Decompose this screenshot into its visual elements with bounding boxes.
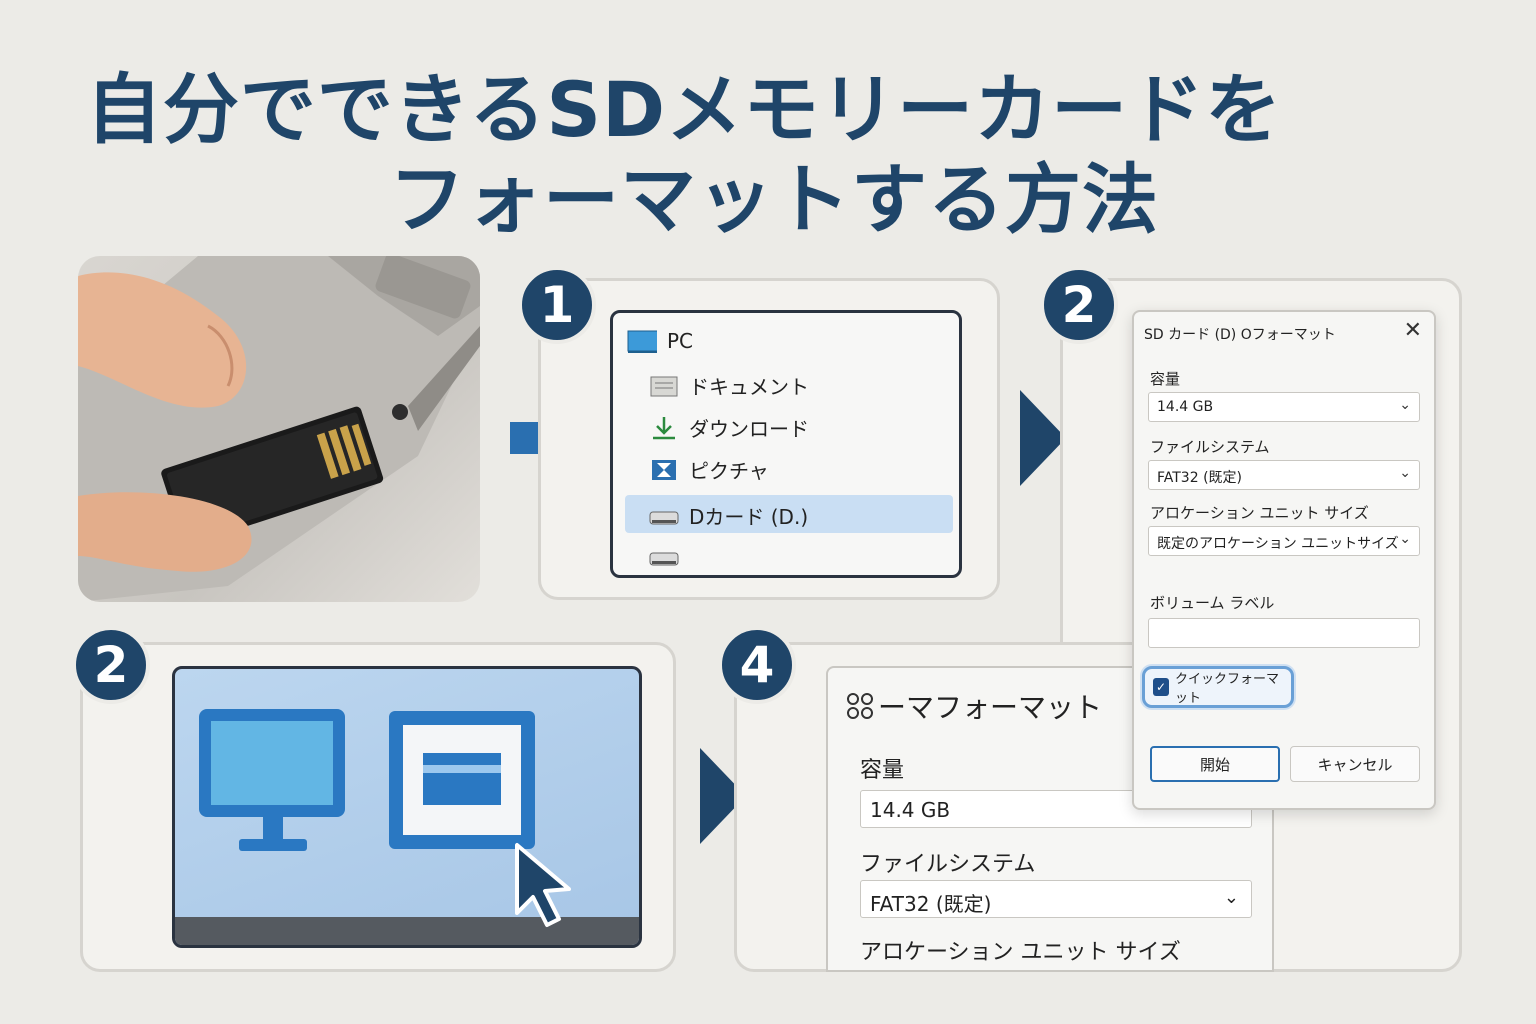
pc-label: PC: [667, 329, 694, 353]
file-explorer-pane: PC ドキュメント ダウンロード ピクチャ Dカード (D.): [610, 310, 962, 578]
capacity-value: 14.4 GB: [870, 798, 951, 822]
step4-title: ーマフォーマット: [878, 691, 1103, 724]
app-grid-icon: [847, 693, 873, 719]
sd-card-insert-photo: [78, 256, 480, 602]
selected-drive-label: Dカード (D.): [689, 505, 809, 529]
arrow-right-icon: [1020, 390, 1066, 486]
document-folder-icon: [650, 376, 678, 396]
drive-icon: [649, 511, 679, 524]
chevron-down-icon: ⌄: [1399, 531, 1411, 547]
filesystem-value: FAT32 (既定): [870, 892, 992, 916]
quick-format-checkbox[interactable]: ✓ クイックフォーマット: [1142, 666, 1294, 708]
alloc-label: アロケーション ユニット サイズ: [860, 940, 1181, 965]
desktop-screen: [172, 666, 642, 948]
page-title-line1: 自分でできるSDメモリーカードを: [85, 65, 1283, 154]
chevron-down-icon: ⌄: [1399, 465, 1411, 481]
explorer-item-label: ピクチャ: [689, 459, 769, 483]
volume-input[interactable]: [1148, 618, 1420, 648]
mouse-cursor-icon: [515, 843, 571, 927]
volume-label: ボリューム ラベル: [1150, 594, 1275, 612]
step1-badge: 1: [518, 266, 596, 344]
alloc-value: 既定のアロケーション ユニットサイズ: [1157, 536, 1399, 552]
download-icon: [653, 416, 675, 439]
quick-format-label: クイックフォーマット: [1175, 672, 1280, 706]
capacity-select[interactable]: 14.4 GB ⌄: [1148, 392, 1420, 422]
page-title-line2: フォーマットする方法: [389, 155, 1159, 244]
filesystem-value: FAT32 (既定): [1157, 470, 1242, 486]
chevron-down-icon: ⌄: [1399, 397, 1411, 413]
pictures-icon: [652, 459, 676, 480]
checkmark-icon: ✓: [1153, 678, 1170, 696]
capacity-label: 容量: [1150, 370, 1181, 388]
filesystem-select[interactable]: FAT32 (既定) ⌄: [1148, 460, 1420, 490]
capacity-value: 14.4 GB: [1157, 399, 1214, 415]
explorer-item-label: ダウンロード: [689, 417, 809, 441]
capacity-label: 容量: [860, 758, 905, 783]
alloc-select[interactable]: 既定のアロケーション ユニットサイズ ⌄: [1148, 526, 1420, 556]
explorer-item-label: ドキュメント: [689, 375, 809, 399]
cancel-button[interactable]: キャンセル: [1290, 746, 1420, 782]
selected-drive-row[interactable]: [625, 495, 953, 533]
explorer-item-drive-2[interactable]: [649, 547, 689, 571]
format-dialog: SD カード (D) Oフォーマット ✕ 容量 14.4 GB ⌄ ファイルシス…: [1132, 310, 1436, 810]
monitor-icon: [627, 330, 657, 353]
explorer-item-sd-drive[interactable]: Dカード (D.): [649, 501, 808, 530]
explorer-item-documents[interactable]: ドキュメント: [649, 371, 809, 400]
dialog-title: SD カード (D) Oフォーマット: [1144, 327, 1336, 343]
step2b-badge: 2: [72, 626, 150, 704]
step2-badge: 2: [1040, 266, 1118, 344]
drive-icon: [649, 552, 679, 566]
computer-icon[interactable]: [199, 709, 345, 851]
explorer-item-downloads[interactable]: ダウンロード: [649, 413, 809, 442]
alloc-label: アロケーション ユニット サイズ: [1150, 504, 1369, 522]
explorer-item-pictures[interactable]: ピクチャ: [649, 455, 769, 484]
pc-node[interactable]: PC: [627, 329, 693, 353]
start-button[interactable]: 開始: [1150, 746, 1280, 782]
step4-title-bar: ーマフォーマット: [846, 686, 1102, 726]
filesystem-label: ファイルシステム: [1150, 438, 1270, 456]
close-icon[interactable]: ✕: [1403, 318, 1422, 343]
step4-badge: 4: [718, 626, 796, 704]
sd-card-drive-icon[interactable]: [389, 711, 535, 849]
chevron-down-icon: ⌄: [1223, 887, 1239, 908]
filesystem-select[interactable]: FAT32 (既定) ⌄: [860, 880, 1252, 918]
filesystem-label: ファイルシステム: [860, 852, 1036, 877]
